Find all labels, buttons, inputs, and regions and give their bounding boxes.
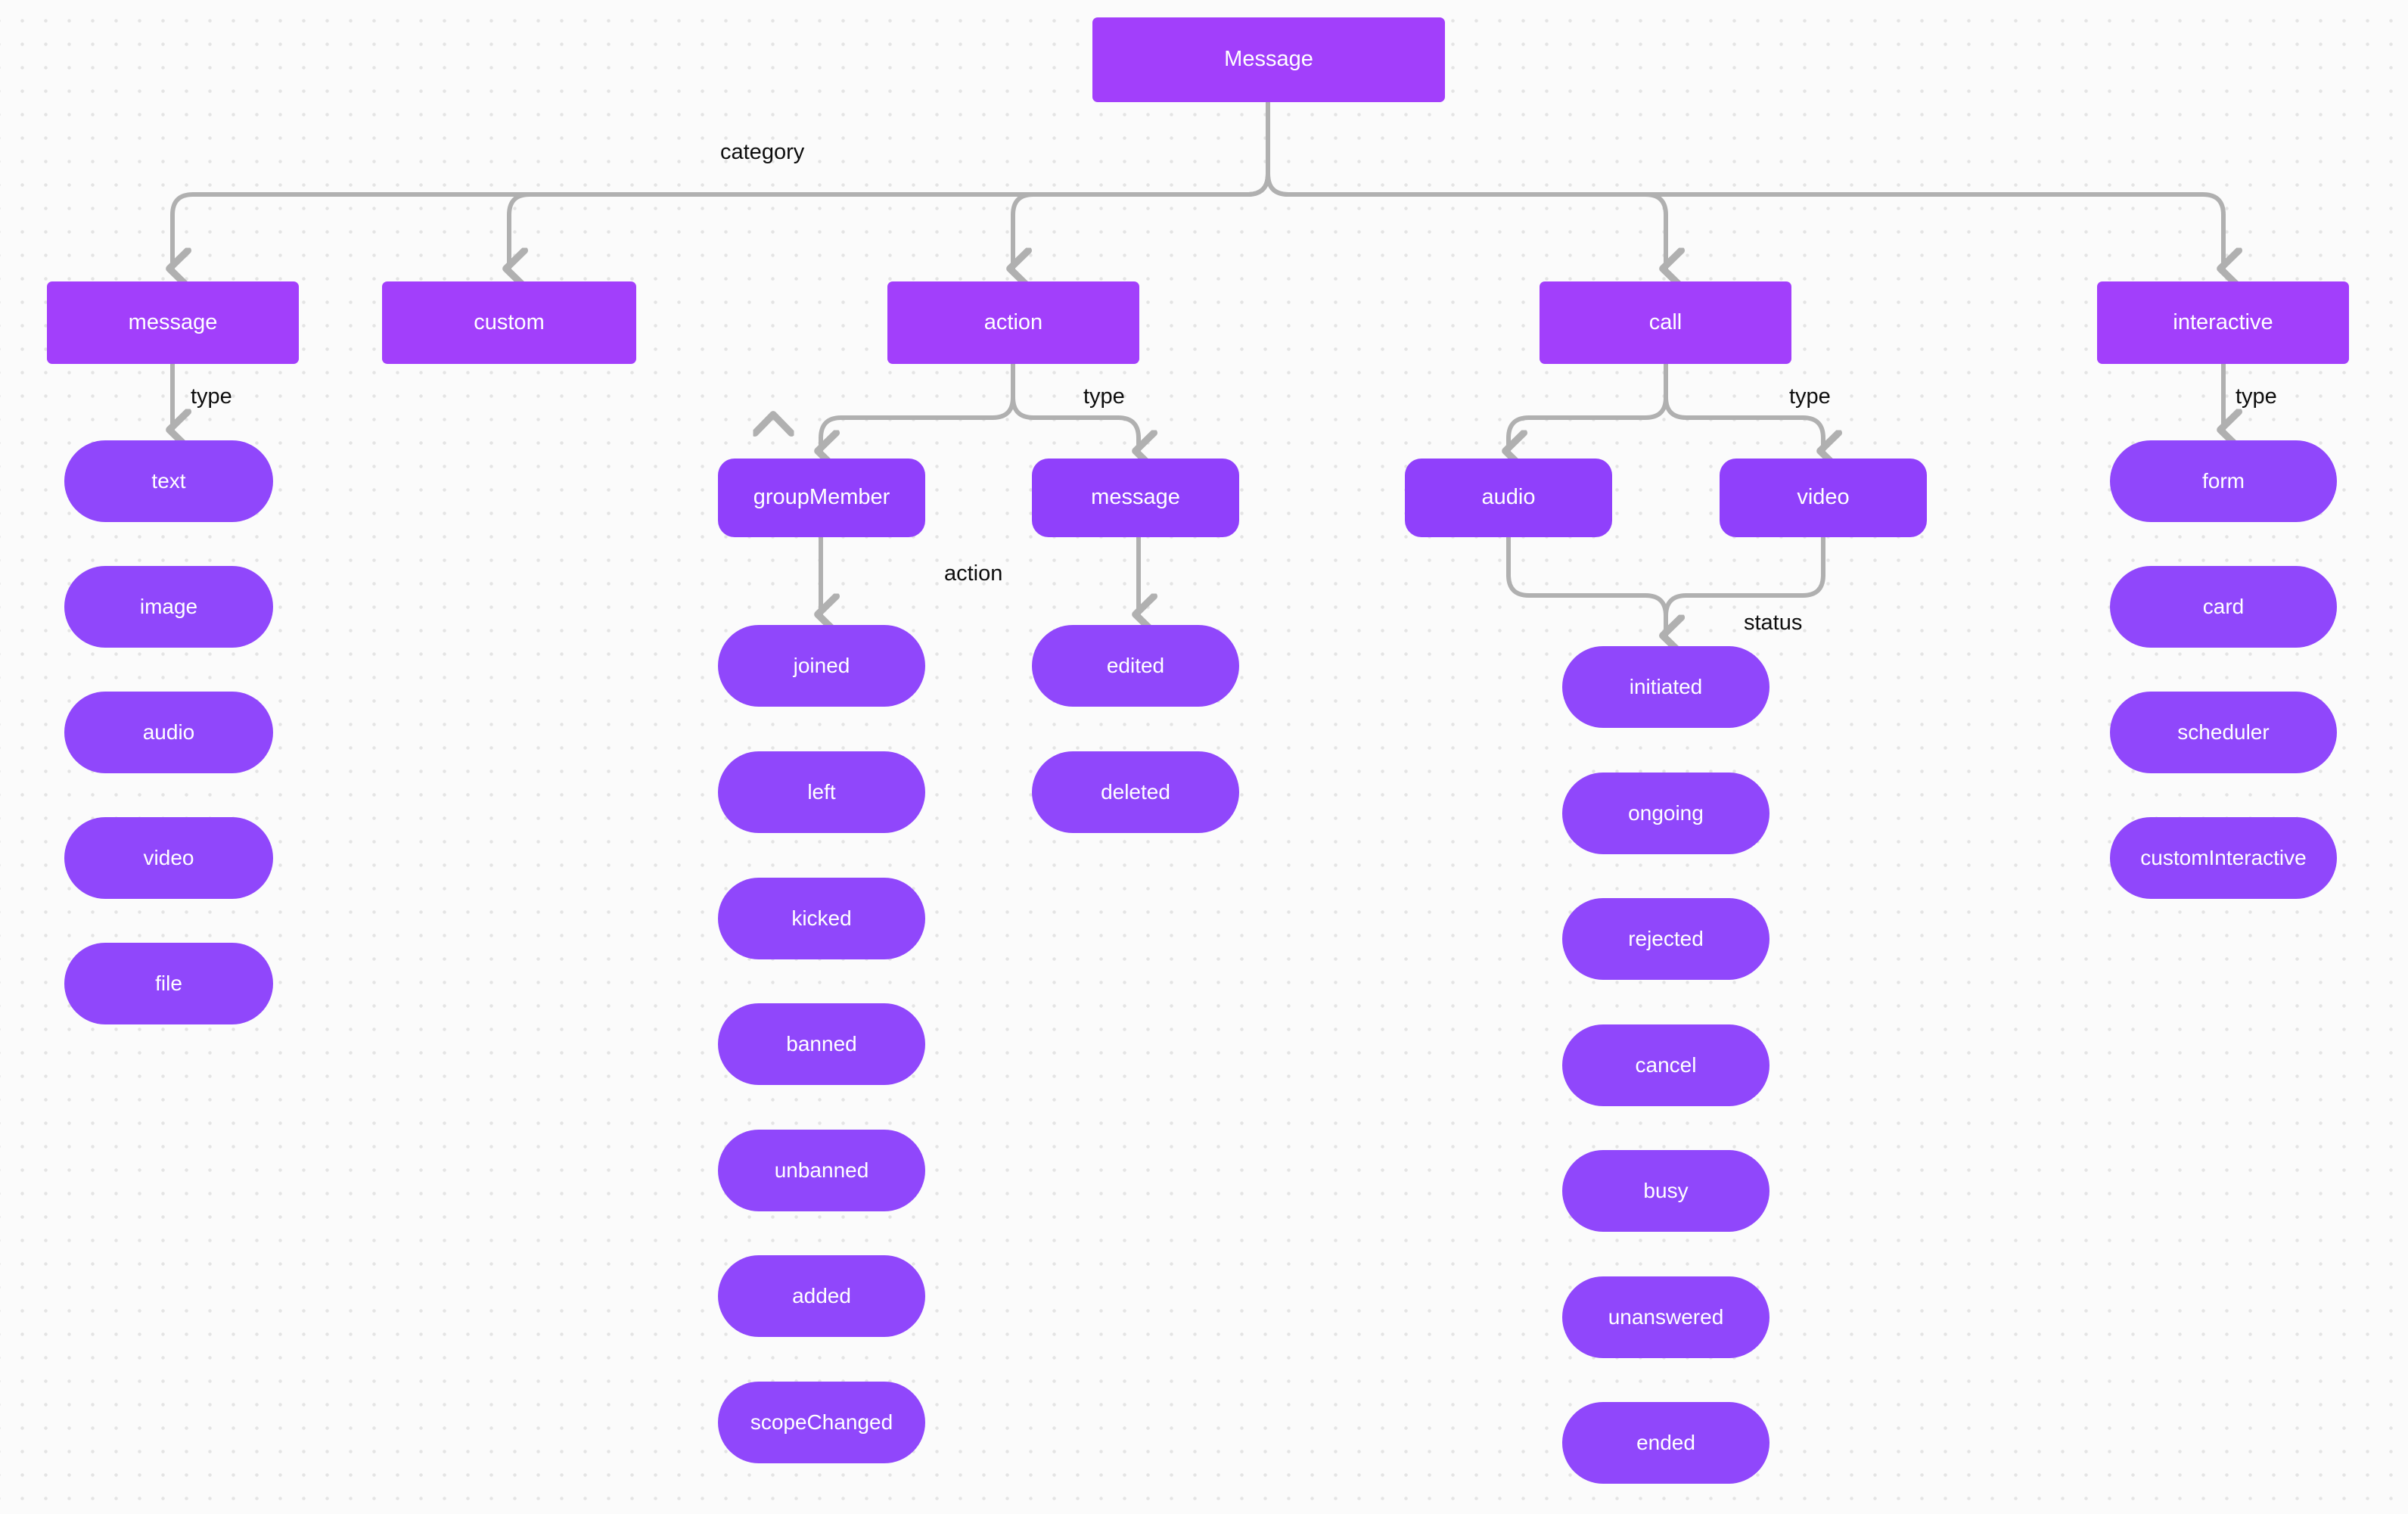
node-category-action[interactable]: action — [887, 281, 1139, 364]
node-interactive-type-card[interactable]: card — [2110, 566, 2337, 648]
node-label: call — [1648, 309, 1682, 334]
node-call-status-cancel[interactable]: cancel — [1562, 1024, 1769, 1106]
node-label: scopeChanged — [750, 1410, 893, 1434]
node-label: edited — [1106, 653, 1165, 677]
node-label: rejected — [1628, 926, 1704, 950]
node-label: initiated — [1629, 674, 1703, 698]
node-message-type-image[interactable]: image — [64, 566, 273, 648]
node-label: unbanned — [774, 1158, 869, 1182]
node-category-call[interactable]: call — [1540, 281, 1791, 364]
edge-label-type-call: type — [1789, 384, 1831, 409]
node-call-status-ongoing[interactable]: ongoing — [1562, 773, 1769, 854]
node-root-message[interactable]: Message — [1092, 17, 1445, 102]
node-message-type-file[interactable]: file — [64, 943, 273, 1024]
node-action-type-message[interactable]: message — [1032, 459, 1239, 537]
node-label: file — [155, 971, 182, 995]
node-label: unanswered — [1608, 1304, 1724, 1329]
node-label: customInteractive — [2140, 845, 2307, 869]
node-groupmember-action-kicked[interactable]: kicked — [718, 878, 925, 959]
node-groupmember-action-added[interactable]: added — [718, 1255, 925, 1337]
node-label: ended — [1636, 1430, 1695, 1454]
node-action-type-groupmember[interactable]: groupMember — [718, 459, 925, 537]
node-call-status-unanswered[interactable]: unanswered — [1562, 1276, 1769, 1358]
node-label: kicked — [791, 906, 852, 930]
node-label: Message — [1224, 47, 1313, 72]
node-message-type-video[interactable]: video — [64, 817, 273, 899]
node-groupmember-action-scopechanged[interactable]: scopeChanged — [718, 1382, 925, 1463]
node-message-action-edited[interactable]: edited — [1032, 625, 1239, 707]
node-groupmember-action-left[interactable]: left — [718, 751, 925, 833]
node-label: image — [139, 594, 198, 618]
node-label: ongoing — [1628, 801, 1704, 825]
node-label: text — [151, 468, 186, 493]
node-interactive-type-custominteractive[interactable]: customInteractive — [2110, 817, 2337, 899]
node-label: scheduler — [2177, 720, 2270, 744]
edge-label-action: action — [944, 561, 1003, 586]
node-label: video — [1797, 485, 1850, 510]
node-call-status-ended[interactable]: ended — [1562, 1402, 1769, 1484]
node-label: deleted — [1101, 779, 1170, 804]
node-label: message — [1091, 485, 1180, 510]
node-call-status-busy[interactable]: busy — [1562, 1150, 1769, 1232]
node-interactive-type-scheduler[interactable]: scheduler — [2110, 692, 2337, 773]
node-message-type-text[interactable]: text — [64, 440, 273, 522]
node-category-custom[interactable]: custom — [382, 281, 636, 364]
node-label: left — [807, 779, 836, 804]
node-label: message — [128, 309, 218, 334]
node-call-type-audio[interactable]: audio — [1405, 459, 1612, 537]
edge-label-type-message: type — [191, 384, 232, 409]
node-interactive-type-form[interactable]: form — [2110, 440, 2337, 522]
node-label: banned — [786, 1031, 857, 1055]
edge-label-category: category — [720, 140, 805, 164]
edge-label-status: status — [1744, 611, 1803, 635]
node-label: audio — [1481, 485, 1536, 510]
node-category-interactive[interactable]: interactive — [2097, 281, 2349, 364]
node-label: action — [983, 309, 1043, 334]
node-label: custom — [474, 309, 545, 334]
node-groupmember-action-banned[interactable]: banned — [718, 1003, 925, 1085]
node-message-type-audio[interactable]: audio — [64, 692, 273, 773]
edge-label-type-interactive: type — [2236, 384, 2277, 409]
node-label: audio — [142, 720, 195, 744]
node-message-action-deleted[interactable]: deleted — [1032, 751, 1239, 833]
node-label: busy — [1643, 1178, 1689, 1202]
node-label: groupMember — [753, 485, 890, 510]
node-label: video — [143, 845, 194, 869]
node-call-type-video[interactable]: video — [1720, 459, 1927, 537]
node-label: interactive — [2173, 309, 2273, 334]
edge-label-type-action: type — [1083, 384, 1125, 409]
node-label: card — [2202, 594, 2245, 618]
node-label: form — [2202, 468, 2245, 493]
node-category-message[interactable]: message — [47, 281, 299, 364]
node-label: added — [792, 1283, 851, 1307]
node-groupmember-action-unbanned[interactable]: unbanned — [718, 1130, 925, 1211]
node-label: joined — [793, 653, 850, 677]
node-label: cancel — [1635, 1052, 1697, 1077]
node-call-status-initiated[interactable]: initiated — [1562, 646, 1769, 728]
node-call-status-rejected[interactable]: rejected — [1562, 898, 1769, 980]
node-groupmember-action-joined[interactable]: joined — [718, 625, 925, 707]
